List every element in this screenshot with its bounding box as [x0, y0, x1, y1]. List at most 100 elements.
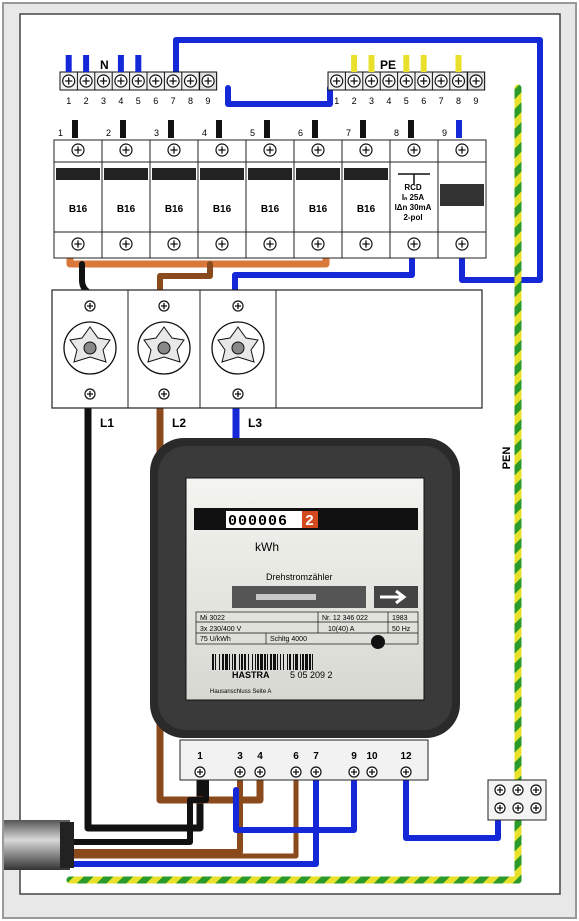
screw-icon — [232, 300, 244, 312]
screw-icon — [263, 143, 277, 157]
breaker-wire-stub — [360, 120, 366, 138]
meter-terminal: 4 — [254, 751, 266, 778]
meter-current: 10(40) A — [328, 626, 355, 633]
meter-terminal: 7 — [310, 751, 322, 778]
meter-neutral-out-wire — [233, 775, 357, 833]
screw-icon — [119, 143, 133, 157]
meter-brand: HASTRA — [232, 670, 270, 680]
rcd-toggle — [440, 184, 484, 206]
terminal-number: 2 — [84, 96, 89, 106]
breaker-wire-stub — [456, 120, 462, 138]
terminal-screw-icon — [469, 74, 483, 88]
screw-icon — [359, 143, 373, 157]
screw-icon — [215, 237, 229, 251]
cable-black-wire — [67, 775, 209, 845]
screw-icon — [530, 784, 542, 796]
breaker-number: 3 — [154, 128, 159, 138]
rcd-line: IΔn 30mA — [395, 203, 432, 212]
pen-label: PEN — [501, 447, 513, 470]
breaker-toggle — [56, 168, 100, 180]
screw-icon — [84, 300, 96, 312]
busbar — [66, 250, 330, 268]
cable-brown2-wire — [67, 775, 299, 859]
neutral-bridge-wire — [173, 37, 543, 283]
rcd-line: 2-pol — [403, 213, 422, 222]
screw-icon — [71, 237, 85, 251]
terminal-number: 3 — [369, 96, 374, 106]
meter-barcode-number: 5 05 209 2 — [290, 670, 333, 680]
cable-brown-wire — [67, 775, 243, 855]
terminal-number: 2 — [352, 96, 357, 106]
screw-icon — [348, 766, 360, 778]
terminal-screw-icon — [330, 74, 344, 88]
screw-icon — [407, 143, 421, 157]
screw-icon — [290, 766, 302, 778]
screw-icon — [215, 143, 229, 157]
earth-wire-stub — [420, 55, 427, 72]
terminal-screw-icon — [114, 74, 128, 88]
terminal-screw-icon — [347, 74, 361, 88]
meter-voltage: 3x 230/400 V — [200, 626, 242, 633]
screw-icon — [263, 237, 277, 251]
meter-terminal: 9 — [348, 751, 360, 778]
neutral-wire-stub — [135, 55, 142, 72]
meter-terminal-number: 10 — [366, 751, 378, 762]
terminal-screw-icon — [79, 74, 93, 88]
breaker-rating: B16 — [357, 204, 376, 215]
meter-terminal-number: 4 — [257, 751, 263, 762]
breaker-rating: B16 — [165, 204, 184, 215]
breaker-wire-stub — [120, 120, 126, 138]
rcd-label: RCD Iₙ 25A IΔn 30mA 2-pol — [395, 183, 432, 222]
terminal-number: 8 — [188, 96, 193, 106]
electricity-meter: 000006 2 kWh Drehstromzähler Mi 3022 Nr.… — [150, 438, 460, 738]
meter-model: Mi 3022 — [200, 615, 225, 622]
pe-label: PE — [380, 58, 396, 72]
screw-icon — [311, 237, 325, 251]
terminal-screw-icon — [149, 74, 163, 88]
terminal-number: 6 — [153, 96, 158, 106]
meter-terminal: 1 — [194, 751, 206, 778]
rcd-line: Iₙ 25A — [402, 193, 425, 202]
phase-label-l2: L2 — [172, 416, 186, 430]
meter-barcode — [212, 654, 313, 670]
main-switch — [211, 300, 265, 400]
breaker-number: 1 — [58, 128, 63, 138]
screw-icon — [400, 766, 412, 778]
meter-terminal-block — [179, 739, 429, 781]
screw-icon — [84, 388, 96, 400]
meter-serial: Nr. 12 346 022 — [322, 615, 368, 622]
supply-cable — [4, 820, 74, 870]
breaker-rating: B16 — [261, 204, 280, 215]
meter-terminal-number: 12 — [400, 751, 412, 762]
neutral-link-wire — [225, 85, 333, 107]
terminal-screw-icon — [451, 74, 466, 88]
terminal-screw-icon — [166, 74, 180, 88]
earth-wire-stub — [351, 55, 358, 72]
breaker-toggle — [200, 168, 244, 180]
neutral-wire-stub — [65, 55, 72, 72]
terminal-number: 1 — [334, 96, 339, 106]
meter-schaltung: Schltg 4000 — [270, 636, 307, 643]
earth-wire-stub — [455, 55, 462, 72]
meter-terminal: 10 — [366, 751, 378, 778]
screw-icon — [359, 237, 373, 251]
screw-icon — [407, 237, 421, 251]
meter-frequency: 50 Hz — [392, 626, 411, 633]
breaker-number: 6 — [298, 128, 303, 138]
screw-icon — [455, 143, 469, 157]
n-label: N — [100, 58, 109, 72]
meter-unit: kWh — [255, 540, 279, 554]
screw-icon — [455, 237, 469, 251]
terminal-screw-icon — [382, 74, 396, 88]
terminal-number: 4 — [386, 96, 391, 106]
terminal-screw-icon — [183, 74, 198, 88]
terminal-screw-icon — [201, 74, 215, 88]
screw-icon — [167, 143, 181, 157]
terminal-number: 5 — [136, 96, 141, 106]
breaker-wire-stub — [72, 120, 78, 138]
meter-year: 1983 — [392, 615, 408, 622]
breaker-number: 4 — [202, 128, 207, 138]
terminal-screw-icon — [434, 74, 448, 88]
